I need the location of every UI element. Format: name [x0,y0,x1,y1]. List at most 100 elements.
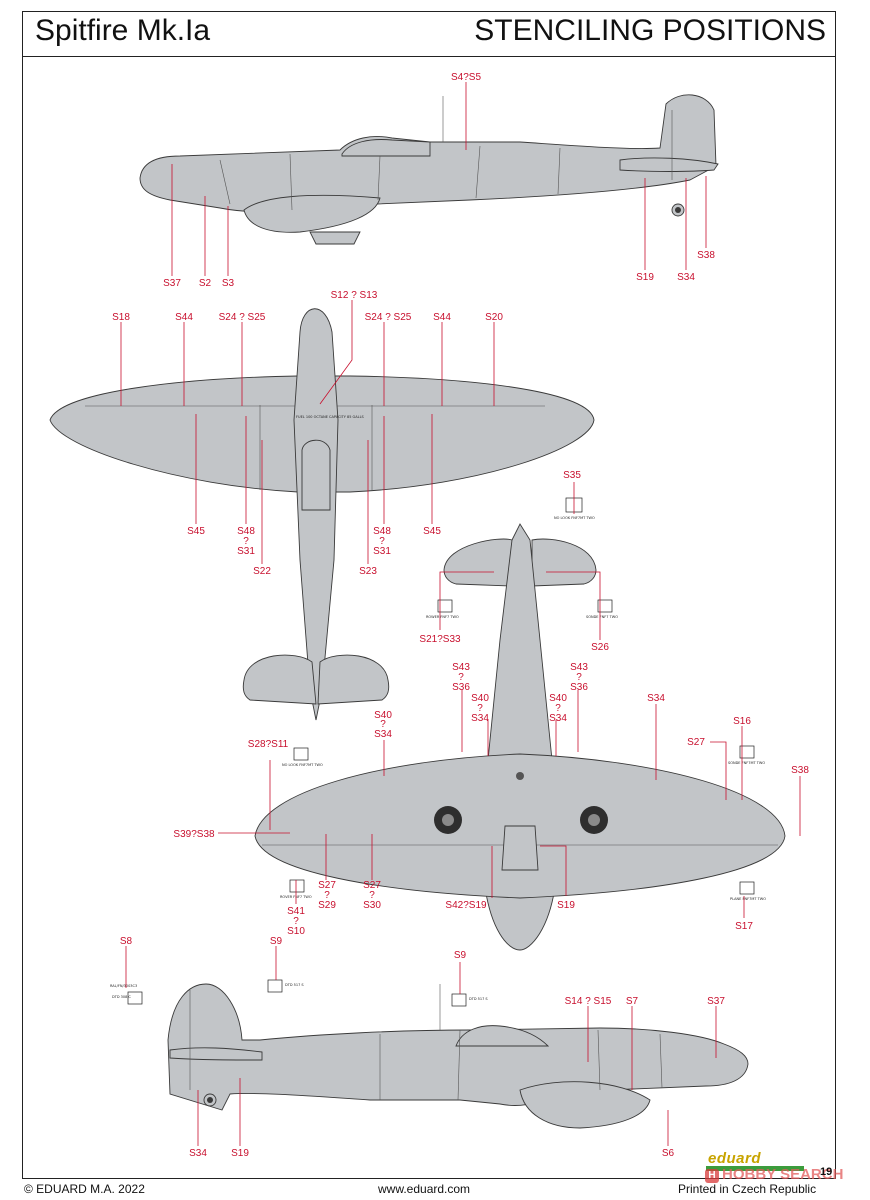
label-s28-s11: S28?S11 [248,739,289,750]
printed-in-text: Printed in Czech Republic [678,1182,817,1196]
label-s3: S3 [222,278,235,289]
stencil-text-s8: RAL/FN/3003C3 [110,984,137,988]
stencil-text-s35: NO LOOK FNF7MT TWO [554,516,595,520]
copyright-text: © EDUARD M.A. 2022 [24,1182,145,1196]
stencil-card-s17: PLANE FNF7MT TWO [730,881,766,901]
label-s34-d: S34 [647,693,665,704]
label-s34-c: S34 [374,729,392,740]
label-s9-b: S9 [454,950,467,961]
tailplane-planform-left [242,654,317,705]
label-s24-s25-left: S24 ? S25 [219,312,266,323]
label-s40-b: S40 [549,693,567,704]
aircraft-profile-right-side [167,983,749,1129]
label-s30: S30 [363,900,381,911]
label-s44-right: S44 [433,312,451,323]
stencil-card-s21: ROWER FNF7 TWO [426,599,459,619]
page-number: 19 [820,1166,833,1178]
fuselage-right [167,983,749,1111]
stencil-card-s16: SONDE FNF7MT TWO [728,745,765,765]
label-s22: S22 [253,566,271,577]
eduard-logo: eduard [708,1150,762,1167]
label-q-s27-a: ? [324,890,330,901]
label-s40-a: S40 [471,693,489,704]
eduard-logo-bar [706,1166,804,1171]
label-s40-c: S40 [374,710,392,721]
label-s12-s13: S12 ? S13 [331,290,378,301]
header-divider [22,56,836,57]
label-s18: S18 [112,312,130,323]
label-s36-right: S36 [570,682,588,693]
stencil-labels: S4?S5 S37 S2 S3 S19 S34 S38 S18 S44 S24 … [112,72,809,1159]
canopy-left [341,139,431,157]
label-s38-top: S38 [697,250,715,261]
wing-left-profile [243,194,381,233]
stencil-card-s35: NO LOOK FNF7MT TWO [554,497,595,520]
label-s2: S2 [199,278,212,289]
label-s36-left: S36 [452,682,470,693]
label-q-s40-c: ? [380,719,386,730]
aircraft-profile-left-side [139,94,719,245]
page-frame [22,11,836,1179]
stencil-card-s26: SONDE FNF7 TWO [586,599,618,619]
fuel-stencil-text: FUEL 100 OCTANE CAPACITY 85 GALLS [296,415,365,419]
label-s27-right: S27 [687,737,705,748]
label-s27-b: S27 [363,880,381,891]
label-q-s41: ? [293,916,299,927]
aircraft-planform-top: FUEL 100 OCTANE CAPACITY 85 GALLS [49,308,595,721]
underside-tailplane-left [443,538,513,587]
label-s16: S16 [733,716,751,727]
label-q-s40-a: ? [477,703,483,714]
label-s27-a: S27 [318,880,336,891]
label-s34-b: S34 [549,713,567,724]
label-s8: S8 [120,936,133,947]
label-s14-s15: S14 ? S15 [565,996,612,1007]
label-s43-left: S43 [452,662,470,673]
label-s17: S17 [735,921,753,932]
label-s23: S23 [359,566,377,577]
label-s34-a: S34 [471,713,489,724]
watermark-text: HOBBY SEARCH [722,1166,844,1183]
tailplane-planform-right [317,654,390,705]
roundel-position [516,772,524,780]
stencil-text-s28: NO LOOK FNF7MT TWO [282,763,323,767]
label-s4-s5: S4?S5 [451,72,481,83]
stencil-card-s8: RAL/FN/3003C3 DTD 308 C [110,984,143,1005]
label-s39-s38: S39?S38 [173,829,215,840]
website-url: www.eduard.com [378,1182,471,1196]
canopy-right [455,1025,550,1047]
page-subtitle: STENCILING POSITIONS [474,14,826,47]
label-s31-right: S31 [373,546,391,557]
label-s37-bottom: S37 [707,996,725,1007]
label-s20: S20 [485,312,503,323]
label-s35: S35 [563,470,581,481]
label-q-left: ? [243,536,249,547]
dtd-text-c: DTD 517 S [469,997,488,1001]
wing-right-profile [519,1081,651,1129]
tailplane-left [619,157,719,172]
label-s26: S26 [591,642,609,653]
label-s48-right: S48 [373,526,391,537]
label-s38-underside: S38 [791,765,809,776]
tailplane-right [169,1047,263,1061]
label-s21-s33: S21?S33 [419,634,461,645]
stencil-card-s28: NO LOOK FNF7MT TWO [282,747,323,767]
label-s42-s19: S42?S19 [445,900,487,911]
label-s7: S7 [626,996,639,1007]
label-s24-s25-right: S24 ? S25 [365,312,412,323]
label-q-s43-left: ? [458,672,464,683]
label-s9-a: S9 [270,936,283,947]
label-s34-top: S34 [677,272,695,283]
label-s29: S29 [318,900,336,911]
leader-lines [120,82,801,1146]
label-s31-left: S31 [237,546,255,557]
stencil-card-s9a: DTD 517 S [267,979,304,993]
label-s43-right: S43 [570,662,588,673]
label-s19-underside: S19 [557,900,575,911]
label-s45-right: S45 [423,526,441,537]
label-s37-top: S37 [163,278,181,289]
dtd-text-a: DTD 308 C [112,995,131,999]
aircraft-underside [254,523,786,951]
label-s34-bottom: S34 [189,1148,207,1159]
